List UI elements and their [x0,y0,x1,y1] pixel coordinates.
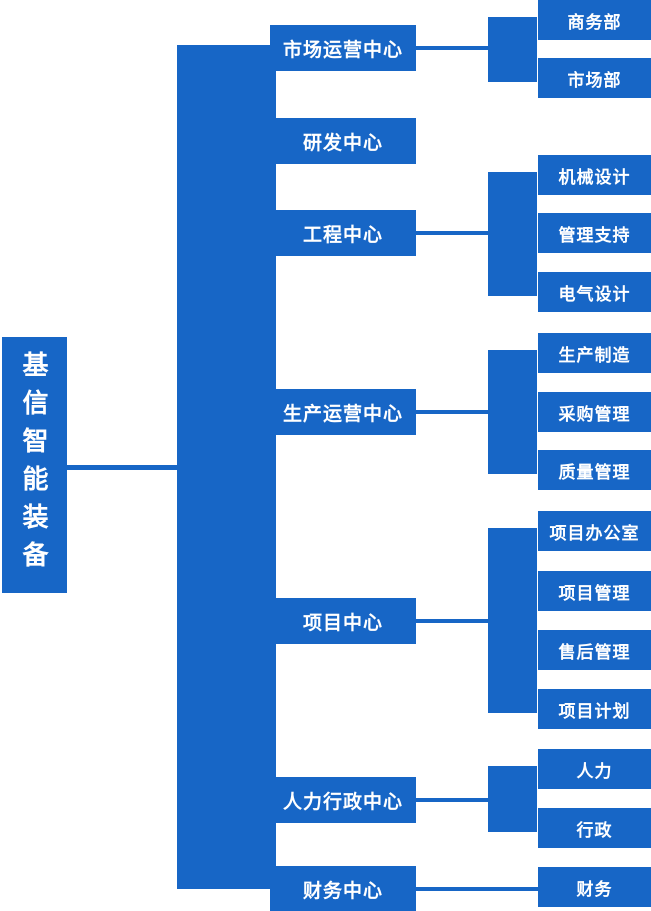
dept-node: 售后管理 [538,630,651,670]
spine-connector [177,45,276,889]
group-connector-bar [488,17,537,82]
dept-node: 管理支持 [538,213,651,253]
center-node: 研发中心 [270,118,416,164]
branch-line [416,887,538,891]
group-connector-bar [488,172,537,296]
dept-node: 质量管理 [538,450,651,490]
center-node: 市场运营中心 [270,25,416,71]
dept-node: 采购管理 [538,392,651,432]
dept-node: 商务部 [538,0,651,40]
root-connector-line [67,465,180,470]
dept-node: 电气设计 [538,272,651,312]
dept-node: 市场部 [538,58,651,98]
center-node: 财务中心 [270,866,416,911]
dept-node: 项目办公室 [538,511,651,551]
dept-node: 人力 [538,749,651,789]
branch-line [416,46,490,50]
dept-node: 机械设计 [538,155,651,195]
group-connector-bar [488,766,537,832]
dept-node: 项目管理 [538,571,651,611]
dept-node: 项目计划 [538,689,651,729]
branch-line [416,410,490,414]
branch-line [416,619,490,623]
group-connector-bar [488,528,537,713]
dept-node: 行政 [538,808,651,848]
center-node: 工程中心 [270,210,416,256]
center-node: 人力行政中心 [270,777,416,823]
dept-node: 生产制造 [538,333,651,373]
group-connector-bar [488,350,537,474]
center-node: 项目中心 [270,598,416,644]
root-node: 基信智能装备 [2,337,67,593]
dept-node: 财务 [538,867,651,907]
center-node: 生产运营中心 [270,389,416,435]
branch-line [416,798,490,802]
branch-line [416,231,490,235]
